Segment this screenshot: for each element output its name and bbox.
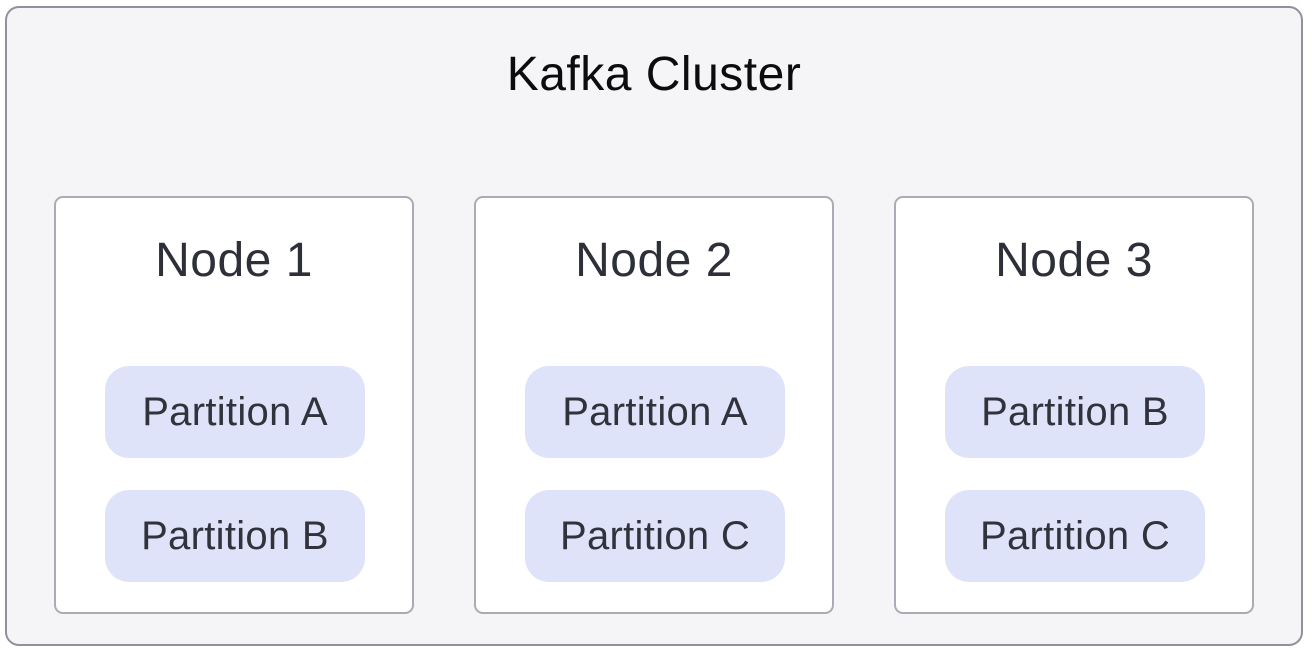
node-3-partition-b: Partition B [945, 366, 1205, 458]
node-card-2: Node 2 Partition A Partition C [474, 196, 834, 614]
node-1-partition-a: Partition A [105, 366, 365, 458]
node-3-title: Node 3 [995, 234, 1153, 287]
node-3-partition-c: Partition C [945, 490, 1205, 582]
node-2-title: Node 2 [575, 234, 733, 287]
node-card-1: Node 1 Partition A Partition B [54, 196, 414, 614]
cluster-title: Kafka Cluster [506, 48, 802, 101]
node-2-partition-a: Partition A [525, 366, 785, 458]
kafka-cluster-container: Kafka Cluster Node 1 Partition A Partiti… [5, 6, 1303, 646]
node-1-partition-b: Partition B [105, 490, 365, 582]
node-2-partition-c: Partition C [525, 490, 785, 582]
nodes-row: Node 1 Partition A Partition B Node 2 Pa… [7, 196, 1301, 614]
node-1-title: Node 1 [155, 234, 313, 287]
node-card-3: Node 3 Partition B Partition C [894, 196, 1254, 614]
